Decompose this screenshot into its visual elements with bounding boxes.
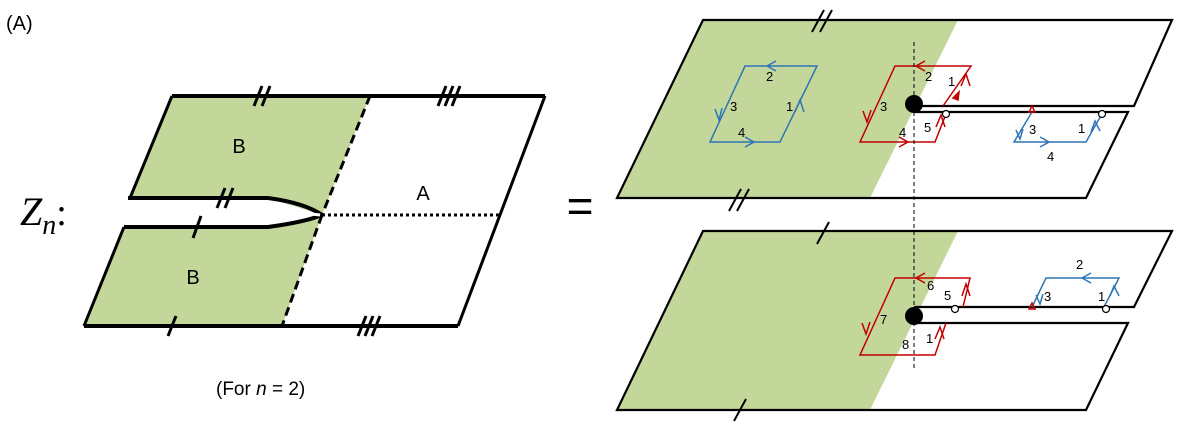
arrow-up-icon (934, 324, 945, 340)
z-subscript: n (42, 210, 56, 241)
top-sheet: 2 1 3 4 2 1 3 4 5 3 1 4 (615, 9, 1174, 212)
arrow-up-icon (794, 97, 805, 113)
arrow-up-icon (935, 112, 946, 128)
arrow-down-icon (861, 321, 871, 337)
blue-top-right-label-3: 3 (1029, 122, 1036, 137)
right-edge (456, 95, 547, 327)
z-letter: Z (20, 189, 43, 234)
region-b-top-fill (130, 96, 370, 215)
caption-suffix: = 2) (267, 379, 306, 400)
boundary-lower-dashed (280, 214, 324, 327)
red-top-label-1: 1 (948, 74, 955, 89)
cut-lower-edge (124, 213, 323, 229)
red-bottom-label-8: 8 (902, 337, 909, 352)
arrow-up-icon (1090, 119, 1101, 133)
red-bottom-label-6: 6 (927, 278, 934, 293)
arrow-down-icon (862, 109, 872, 125)
arrow-up-icon (1109, 284, 1120, 297)
triangle-marker-icon (1027, 301, 1037, 310)
red-bottom-label-1: 1 (926, 331, 933, 346)
bottom-sheet: 6 5 7 8 1 2 3 1 (615, 221, 1174, 422)
blue-bottom-label-3: 3 (1044, 289, 1051, 304)
blue-top-right-label-4: 4 (1047, 149, 1054, 164)
arrow-left-icon (914, 272, 926, 284)
cut-upper-edge (128, 196, 324, 217)
open-circle-marker (1101, 304, 1111, 314)
blue-top-left-label-1: 1 (786, 99, 793, 114)
region-a-label: A (416, 183, 430, 205)
arrow-left-icon (914, 60, 926, 72)
blue-top-right-label-1: 1 (1078, 121, 1085, 136)
red-loop-bottom (858, 272, 971, 356)
left-edge-lower (82, 226, 126, 327)
top-sheet-outline (615, 18, 1174, 200)
open-circle-marker (941, 109, 951, 119)
bottom-sheet-green-fill (617, 231, 958, 410)
arrow-right-icon (1039, 136, 1051, 148)
blue-loop-top-left (708, 60, 819, 148)
bottom-sheet-ticks (733, 221, 830, 422)
blue-bottom-label-2: 2 (1076, 257, 1083, 272)
red-top-label-4: 4 (899, 125, 906, 140)
caption: (For n = 2) (216, 379, 305, 400)
left-figure: B B A Zn: (For n = 2) (20, 85, 547, 400)
red-top-label-5: 5 (924, 120, 931, 135)
arrow-up-icon (960, 71, 971, 87)
triangle-marker-icon (1027, 104, 1037, 113)
blue-top-left-label-3: 3 (730, 99, 737, 114)
arrow-down-icon (1035, 293, 1044, 307)
open-circle-marker (1097, 109, 1107, 119)
arrow-down-icon (714, 107, 723, 123)
red-bottom-label-7: 7 (880, 312, 887, 327)
boundary-upper-dashed (320, 95, 372, 216)
blue-loop-top-right (1012, 111, 1104, 148)
tick-marks (166, 85, 462, 337)
blue-top-left-label-4: 4 (738, 125, 745, 140)
equals-sign: = (567, 180, 594, 232)
arrow-right-icon (744, 136, 756, 148)
top-sheet-ticks (728, 9, 833, 212)
open-circle-marker (950, 304, 960, 314)
arrow-right-icon (898, 136, 910, 148)
z-label: Zn: (20, 189, 67, 241)
red-top-label-2: 2 (925, 69, 932, 84)
region-b-top-label: B (232, 136, 245, 158)
caption-prefix: (For (216, 379, 256, 400)
panel-label: (A) (6, 13, 33, 35)
arrow-down-icon (1015, 128, 1024, 142)
red-bottom-label-5: 5 (944, 288, 951, 303)
blue-bottom-label-1: 1 (1098, 289, 1105, 304)
blue-top-left-label-2: 2 (766, 69, 773, 84)
z-colon: : (56, 192, 67, 234)
red-loop-top (858, 60, 973, 148)
cut-gap (269, 209, 321, 217)
region-b-bottom-label: B (186, 267, 199, 289)
left-edge-upper (128, 95, 174, 199)
arrow-left-icon (1080, 272, 1092, 284)
caption-var: n (256, 379, 267, 400)
arrow-left-icon (765, 60, 777, 72)
branch-point-top (905, 95, 923, 113)
red-top-label-3: 3 (880, 99, 887, 114)
top-sheet-green-fill (617, 20, 958, 198)
arrow-up-icon (961, 281, 971, 297)
region-b-bottom-fill (84, 215, 322, 326)
blue-loop-bottom (1031, 272, 1121, 308)
triangle-marker-icon (951, 89, 961, 102)
bottom-sheet-outline (615, 229, 1174, 412)
